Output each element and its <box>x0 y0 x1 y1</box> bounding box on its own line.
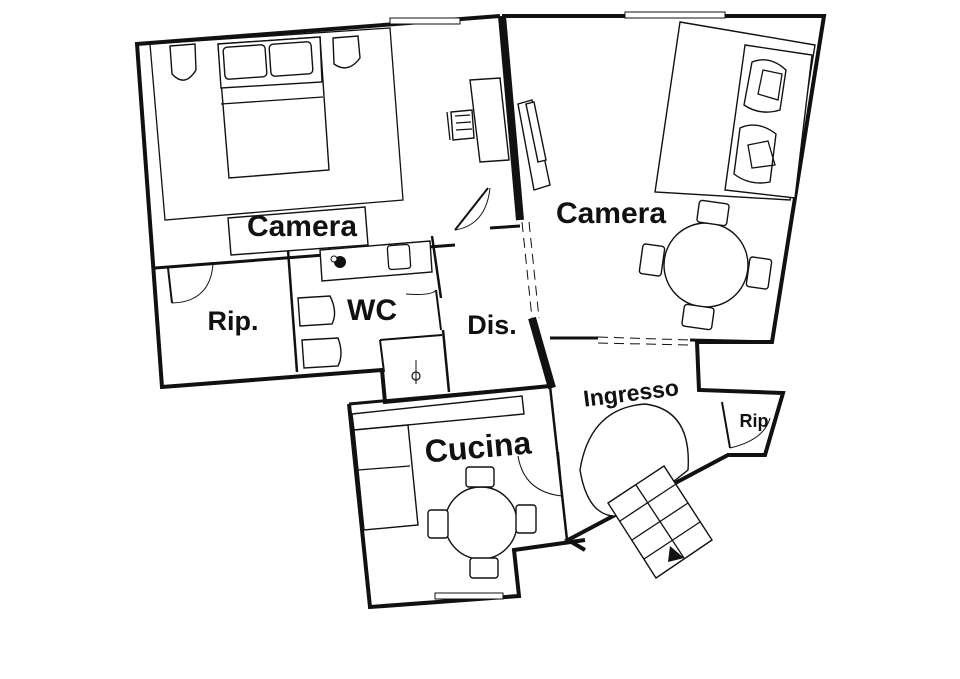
rip-top-wall <box>154 262 216 269</box>
wc-details <box>297 240 442 384</box>
kitchen-counter-left <box>353 424 419 531</box>
window-bedroom-2 <box>624 11 726 19</box>
sink <box>386 243 412 271</box>
chair-slat-1 <box>454 114 471 117</box>
bedroom-bottom-wall-2 <box>489 224 521 230</box>
storage-2-door <box>721 401 731 449</box>
label-bathroom: WC <box>347 294 397 327</box>
bed-area <box>149 27 404 221</box>
chair-back <box>446 111 451 141</box>
stair-centerline <box>635 484 685 559</box>
wc-door <box>435 289 442 331</box>
kitchen-counter-top <box>351 395 525 431</box>
kitchen-door-swing <box>517 455 563 497</box>
pillow-1 <box>757 69 783 101</box>
tv-screen <box>525 101 547 163</box>
stair-arrow-icon <box>668 546 684 562</box>
opening-dashed-2 <box>528 221 540 319</box>
sofa-cushion-bottom <box>733 124 777 184</box>
shower-wall <box>379 334 443 341</box>
kitchen-table-round <box>444 486 518 560</box>
central-wall-lower <box>528 316 556 390</box>
kitchen-door <box>557 451 563 497</box>
walls <box>134 14 827 610</box>
kitchen-top-wall <box>348 384 551 406</box>
central-wall <box>498 15 524 221</box>
chair-left <box>638 243 666 277</box>
room-labels: Camera Camera Rip. WC Dis. Ingresso Rip … <box>208 197 769 470</box>
pillow-left <box>222 44 268 80</box>
wc-door-swing <box>405 289 437 295</box>
chair-slat-2 <box>455 121 472 124</box>
vanity-counter <box>319 240 433 282</box>
chair-right <box>745 256 773 290</box>
storage-1-door <box>167 267 173 304</box>
storage-2-details <box>721 401 771 449</box>
dining-table-round <box>663 222 749 308</box>
kitchen-chair-top <box>465 466 495 488</box>
machine-dial-icon <box>330 255 338 263</box>
window-bedroom-1 <box>389 17 461 25</box>
counter-split-1 <box>357 465 411 471</box>
kitchen-chair-left <box>427 509 449 539</box>
bedroom-door-swing <box>454 187 491 231</box>
label-storage-2: Rip <box>740 411 769 431</box>
window-kitchen <box>434 592 504 600</box>
storage-1-details <box>167 263 214 304</box>
label-kitchen: Cucina <box>423 424 533 469</box>
wardrobe <box>227 206 369 256</box>
shower-left-wall <box>379 339 385 373</box>
storage-1-door-swing <box>171 263 214 304</box>
label-hallway: Dis. <box>467 310 517 340</box>
opening-dashed-1 <box>521 221 533 319</box>
label-storage-1: Rip. <box>208 306 259 336</box>
nightstand-left <box>169 43 197 81</box>
bidet <box>301 337 342 369</box>
bedroom-1-furniture <box>149 27 510 256</box>
entrance-details <box>579 403 713 579</box>
desk-chair <box>450 109 475 141</box>
kitchen-chair-bottom <box>469 557 499 579</box>
right-room-bottom-wall-2 <box>689 338 773 344</box>
bedroom-door <box>454 187 489 231</box>
wc-right-wall-lower <box>441 329 451 393</box>
label-bedroom-1: Camera <box>247 210 357 243</box>
kitchen-wall <box>347 403 586 610</box>
desk <box>469 77 510 163</box>
opening-dashed-4 <box>597 342 691 346</box>
storage-2-door-swing <box>729 417 771 449</box>
blanket-fold <box>220 96 324 105</box>
label-bedroom-2: Camera <box>556 197 666 230</box>
pillow-right <box>268 41 314 77</box>
pillow-2 <box>747 140 776 169</box>
opening-dashed-3 <box>597 336 691 341</box>
chair-slat-3 <box>455 128 473 131</box>
windows <box>389 11 726 600</box>
chair-top <box>696 199 730 227</box>
wc-right-wall <box>430 235 443 299</box>
bedroom-2-furniture <box>517 21 816 331</box>
kitchen-details <box>351 395 563 579</box>
kitchen-chair-right <box>515 504 537 534</box>
toilet <box>297 295 336 327</box>
wc-left-wall <box>286 249 299 373</box>
chair-bottom <box>681 303 715 331</box>
nightstand-right <box>332 35 361 69</box>
